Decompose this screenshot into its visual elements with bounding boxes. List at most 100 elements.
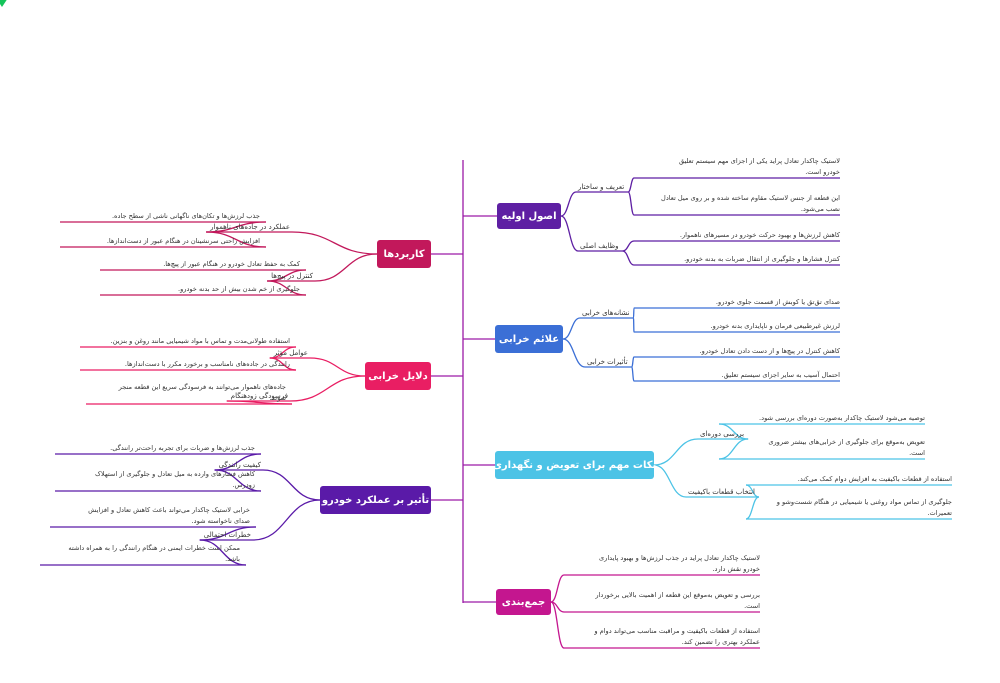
- leaf-line: استفاده از قطعات باکیفیت و مراقبت مناسب …: [594, 627, 760, 635]
- leaf-edge-effect-1-1: [199, 539, 247, 566]
- leaf-edge-symptoms-1-1: [631, 366, 635, 382]
- leaf-line: شوند.: [269, 394, 286, 402]
- edge-usage-0: [291, 231, 378, 255]
- leaf-edge-summary-0-2: [550, 601, 565, 649]
- leaf-usage-0-0: جذب لرزش‌ها و تکان‌های ناگهانی ناشی از س…: [60, 211, 260, 222]
- leaf-line: کاهش لرزش‌ها و بهبود حرکت خودرو در مسیره…: [679, 231, 840, 239]
- sub-label-basics-0: تعریف و ساختار: [578, 183, 625, 191]
- edge-effect-1: [252, 499, 321, 541]
- leaf-line: رانندگی در جاده‌های نامناسب و برخورد مکر…: [124, 360, 290, 368]
- leaf-line: خودرو است.: [805, 168, 840, 176]
- leaf-line: جاده‌های ناهموار می‌توانند به فرسودگی سر…: [118, 383, 286, 391]
- sub-label-basics-1: وظایف اصلی: [580, 242, 619, 250]
- sub-label-effect-1: خطرات احتمالی: [203, 531, 251, 539]
- leaf-effect-0-1: کاهش فشارهای وارده به میل تعادل و جلوگیر…: [55, 469, 255, 491]
- leaf-effect-1-1: ممکن است خطرات ایمنی در هنگام رانندگی را…: [40, 543, 240, 565]
- sub-label-tips-1: انتخاب قطعات باکیفیت: [688, 488, 755, 496]
- leaf-line: جذب لرزش‌ها و تکان‌های ناگهانی ناشی از س…: [111, 212, 260, 220]
- leaf-usage-1-1: جلوگیری از خم شدن بیش از حد بدنه خودرو.: [100, 284, 300, 295]
- sub-label-effect-0: کیفیت رانندگی: [218, 461, 261, 469]
- leaf-edge-symptoms-0-0: [632, 307, 635, 319]
- leaf-usage-0-1: افزایش راحتی سرنشینان در هنگام عبور از د…: [60, 236, 260, 247]
- leaf-line: استفاده از قطعات باکیفیت به افزایش دوام …: [797, 475, 952, 483]
- leaf-symptoms-1-1: احتمال آسیب به سایر اجزای سیستم تعلیق.: [640, 370, 840, 381]
- edge-tips-1: [653, 464, 687, 498]
- leaf-tips-0-0: توصیه می‌شود لاستیک چاکدار به‌صورت دوره‌…: [725, 413, 925, 424]
- leaf-usage-1-0: کمک به حفظ تعادل خودرو در هنگام عبور از …: [100, 259, 300, 270]
- leaf-basics-0-0: لاستیک چاکدار تعادل پراید یکی از اجزای م…: [640, 156, 840, 178]
- leaf-edge-summary-0-0: [550, 574, 565, 603]
- leaf-line: است.: [744, 602, 760, 610]
- sub-label-usage-1: کنترل در پیچ‌ها: [271, 272, 313, 280]
- leaf-line: صدای تق‌تق یا کوبش از قسمت جلوی خودرو.: [715, 298, 840, 306]
- leaf-symptoms-0-1: لرزش غیرطبیعی فرمان و ناپایداری بدنه خود…: [640, 321, 840, 332]
- edge-basics-0: [560, 191, 577, 217]
- leaf-causes-0-1: رانندگی در جاده‌های نامناسب و برخورد مکر…: [80, 359, 290, 370]
- leaf-edge-symptoms-0-1: [632, 317, 635, 333]
- leaf-line: لرزش غیرطبیعی فرمان و ناپایداری بدنه خود…: [710, 322, 840, 330]
- leaf-basics-1-1: کنترل فشارها و جلوگیری از انتقال ضربات ب…: [640, 254, 840, 265]
- leaf-line: زودرس.: [232, 481, 255, 489]
- edge-tips-0: [653, 438, 699, 466]
- edge-symptoms-0: [562, 317, 581, 340]
- leaf-line: صدای ناخواسته شود.: [191, 517, 250, 525]
- leaf-line: استفاده طولانی‌مدت و تماس با مواد شیمیای…: [110, 337, 290, 345]
- leaf-causes-0-0: استفاده طولانی‌مدت و تماس با مواد شیمیای…: [80, 336, 290, 347]
- leaf-line: جذب لرزش‌ها و ضربات برای تجربه راحت‌تر ر…: [110, 444, 255, 452]
- leaf-line: کاهش کنترل در پیچ‌ها و از دست دادن تعادل…: [699, 347, 840, 355]
- leaf-symptoms-1-0: کاهش کنترل در پیچ‌ها و از دست دادن تعادل…: [640, 346, 840, 357]
- leaf-line: کاهش فشارهای وارده به میل تعادل و جلوگیر…: [94, 470, 255, 478]
- leaf-tips-0-1: تعویض به‌موقع برای جلوگیری از خرابی‌های …: [725, 437, 925, 459]
- leaf-line: افزایش راحتی سرنشینان در هنگام عبور از د…: [106, 237, 260, 245]
- sub-label-symptoms-0: نشانه‌های خرابی: [582, 309, 630, 317]
- leaf-summary-0-1: بررسی و تعویض به‌موقع این قطعه از اهمیت …: [570, 590, 760, 612]
- leaf-line: خرابی لاستیک چاکدار می‌تواند باعث کاهش ت…: [88, 506, 250, 514]
- leaf-tips-1-1: جلوگیری از تماس مواد روغنی یا شیمیایی در…: [752, 497, 952, 519]
- leaf-summary-0-0: لاستیک چاکدار تعادل پراید در جذب لرزش‌ها…: [570, 553, 760, 575]
- sub-label-causes-1: فرسودگی زودهنگام: [230, 392, 288, 400]
- main-node-effect: تأثیر بر عملکرد خودرو: [320, 486, 431, 514]
- leaf-edge-basics-1-1: [622, 250, 635, 266]
- leaf-causes-1-0: جاده‌های ناهموار می‌توانند به فرسودگی سر…: [86, 382, 286, 404]
- green-marker: [0, 0, 8, 7]
- main-node-summary: جمع‌بندی: [496, 589, 551, 615]
- sub-label-causes-0: عوامل مؤثر: [273, 349, 308, 357]
- sub-label-usage-0: عملکرد در جاده‌های ناهموار: [210, 223, 290, 231]
- leaf-line: باشد.: [225, 555, 240, 563]
- main-node-symptoms: علائم خرابی: [495, 325, 563, 353]
- edge-basics-1: [560, 215, 579, 252]
- leaf-line: تعمیرات.: [927, 509, 952, 517]
- leaf-basics-1-0: کاهش لرزش‌ها و بهبود حرکت خودرو در مسیره…: [640, 230, 840, 241]
- leaf-effect-1-0: خرابی لاستیک چاکدار می‌تواند باعث کاهش ت…: [50, 505, 250, 527]
- leaf-line: خودرو نقش دارد.: [712, 565, 760, 573]
- leaf-edge-symptoms-1-0: [631, 356, 635, 368]
- leaf-line: لاستیک چاکدار تعادل پراید یکی از اجزای م…: [678, 157, 840, 165]
- leaf-line: نصب می‌شود.: [800, 205, 840, 213]
- edge-effect-0: [262, 469, 321, 501]
- leaf-line: توصیه می‌شود لاستیک چاکدار به‌صورت دوره‌…: [759, 414, 925, 422]
- sub-label-tips-0: بررسی دوره‌ای: [700, 430, 745, 438]
- main-node-basics: اصول اولیه: [497, 203, 561, 229]
- edge-causes-0: [309, 357, 366, 377]
- leaf-line: این قطعه از جنس لاستیک مقاوم ساخته شده و…: [661, 194, 840, 202]
- edge-usage-1: [314, 253, 378, 282]
- leaf-line: بررسی و تعویض به‌موقع این قطعه از اهمیت …: [595, 591, 760, 599]
- leaf-line: عملکرد بهتری را تضمین کند.: [681, 638, 760, 646]
- leaf-edge-basics-0-1: [627, 191, 635, 216]
- leaf-symptoms-0-0: صدای تق‌تق یا کوبش از قسمت جلوی خودرو.: [640, 297, 840, 308]
- main-node-usage: کاربردها: [377, 240, 431, 268]
- leaf-line: جلوگیری از خم شدن بیش از حد بدنه خودرو.: [177, 285, 300, 293]
- sub-label-symptoms-1: تأثیرات خرابی: [587, 358, 628, 366]
- leaf-line: است.: [909, 449, 925, 457]
- leaf-edge-basics-0-0: [627, 177, 635, 193]
- leaf-line: لاستیک چاکدار تعادل پراید در جذب لرزش‌ها…: [598, 554, 760, 562]
- leaf-summary-0-2: استفاده از قطعات باکیفیت و مراقبت مناسب …: [570, 626, 760, 648]
- leaf-tips-1-0: استفاده از قطعات باکیفیت به افزایش دوام …: [752, 474, 952, 485]
- edge-causes-1: [289, 375, 366, 402]
- edge-symptoms-1: [562, 338, 586, 368]
- leaf-line: ممکن است خطرات ایمنی در هنگام رانندگی را…: [68, 544, 240, 552]
- leaf-edge-basics-1-0: [622, 240, 635, 252]
- leaf-line: کمک به حفظ تعادل خودرو در هنگام عبور از …: [163, 260, 300, 268]
- leaf-line: کنترل فشارها و جلوگیری از انتقال ضربات ب…: [684, 255, 840, 263]
